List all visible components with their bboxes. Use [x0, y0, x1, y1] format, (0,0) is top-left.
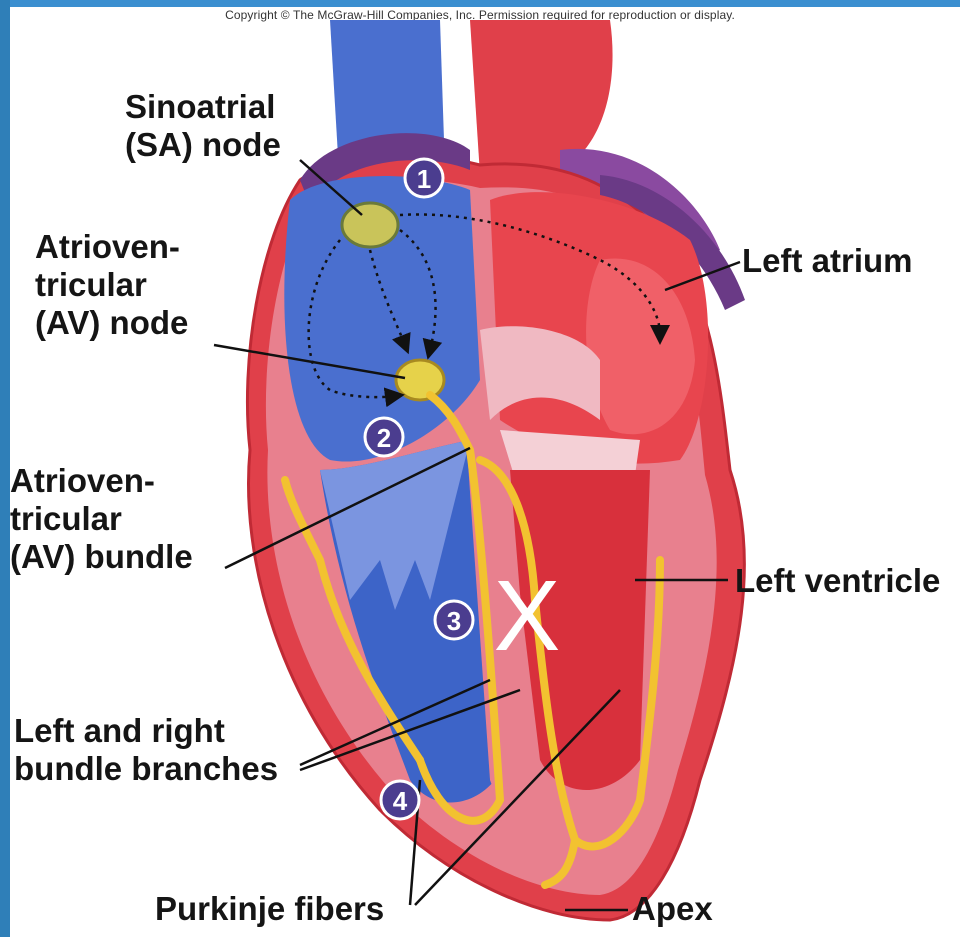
label-sa-node: Sinoatrial (SA) node — [125, 88, 281, 164]
label-apex: Apex — [632, 890, 713, 928]
step-badge-3: 3 — [435, 601, 473, 639]
sa-node — [342, 203, 398, 247]
label-left-atrium: Left atrium — [742, 242, 913, 280]
label-left-ventricle: Left ventricle — [735, 562, 940, 600]
av-node — [396, 360, 444, 400]
step-badge-4: 4 — [381, 781, 419, 819]
label-av-node: Atrioven- tricular (AV) node — [35, 228, 188, 342]
label-av-bundle: Atrioven- tricular (AV) bundle — [10, 462, 193, 576]
step-badge-1: 1 — [405, 159, 443, 197]
step-number: 2 — [377, 423, 391, 453]
step-number: 3 — [447, 606, 461, 636]
label-purkinje-fibers: Purkinje fibers — [155, 890, 384, 928]
step-number: 4 — [393, 786, 408, 816]
step-badge-2: 2 — [365, 418, 403, 456]
block-x-mark: X — [494, 560, 561, 672]
label-bundle-branches: Left and right bundle branches — [14, 712, 278, 788]
step-number: 1 — [417, 164, 431, 194]
